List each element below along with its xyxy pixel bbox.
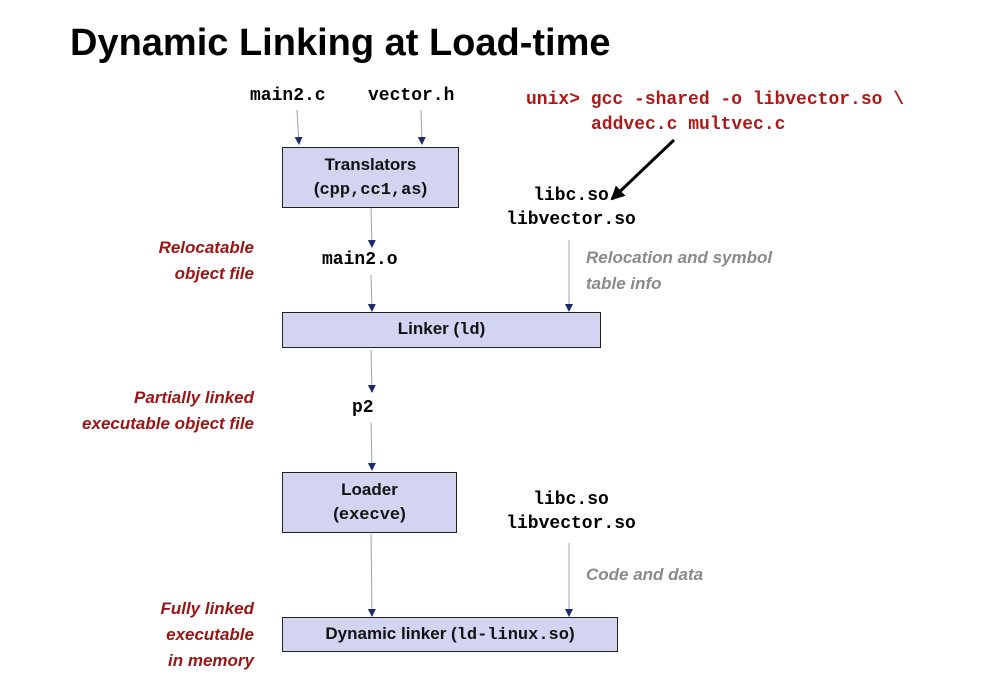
dynamic-linker-box: Dynamic linker (ld-linux.so) [282,617,618,652]
dynamic-linker-label: Dynamic linker (ld-linux.so) [325,623,575,645]
gcc-command-line-1: unix> gcc -shared -o libvector.so \ [526,90,905,110]
translators-label: Translators [324,154,417,174]
arrow-p2-to-loader [367,422,376,471]
lib-libc-so: libc.so [533,186,609,206]
arrow-command-to-libs [610,138,676,201]
main2-o-label: main2.o [322,250,398,270]
partially-linked-label: Partially linked executable object file [82,388,254,433]
gcc-command-line-2: addvec.c multvec.c [591,115,786,135]
translators-box: Translators (cpp,cc1,as) [282,147,459,208]
source-vector-h: vector.h [368,86,455,106]
arrow-loader-to-dynamic-linker [367,533,376,617]
lib-libvector-so: libvector.so [506,210,636,230]
shared-libs-top: libc.so libvector.so [492,184,650,232]
arrow-main-o-to-linker [367,274,376,312]
relocatable-object-file-label: Relocatable object file [158,238,254,283]
arrow-main-c-to-translators [294,109,303,145]
loader-command: (execve) [333,503,406,525]
lib-libc-so: libc.so [533,490,609,510]
code-and-data-label: Code and data [586,565,704,584]
shared-libs-bottom: libc.so libvector.so [492,488,650,536]
loader-label: Loader [341,479,398,499]
slide-title: Dynamic Linking at Load-time [70,22,611,64]
fully-linked-label: Fully linked executable in memory [160,599,254,670]
arrow-linker-to-p2 [367,349,376,393]
linker-box: Linker (ld) [282,312,601,348]
loader-box: Loader (execve) [282,472,457,533]
relocation-symbol-label: Relocation and symbol table info [586,248,773,293]
lib-libvector-so: libvector.so [506,514,636,534]
p2-label: p2 [352,398,374,418]
arrow-vector-h-to-translators [417,109,426,145]
linker-label: Linker (ld) [397,319,486,340]
arrow-translators-to-main-o [367,207,376,248]
translators-commands: (cpp,cc1,as) [313,178,428,200]
source-main2-c: main2.c [250,86,326,106]
